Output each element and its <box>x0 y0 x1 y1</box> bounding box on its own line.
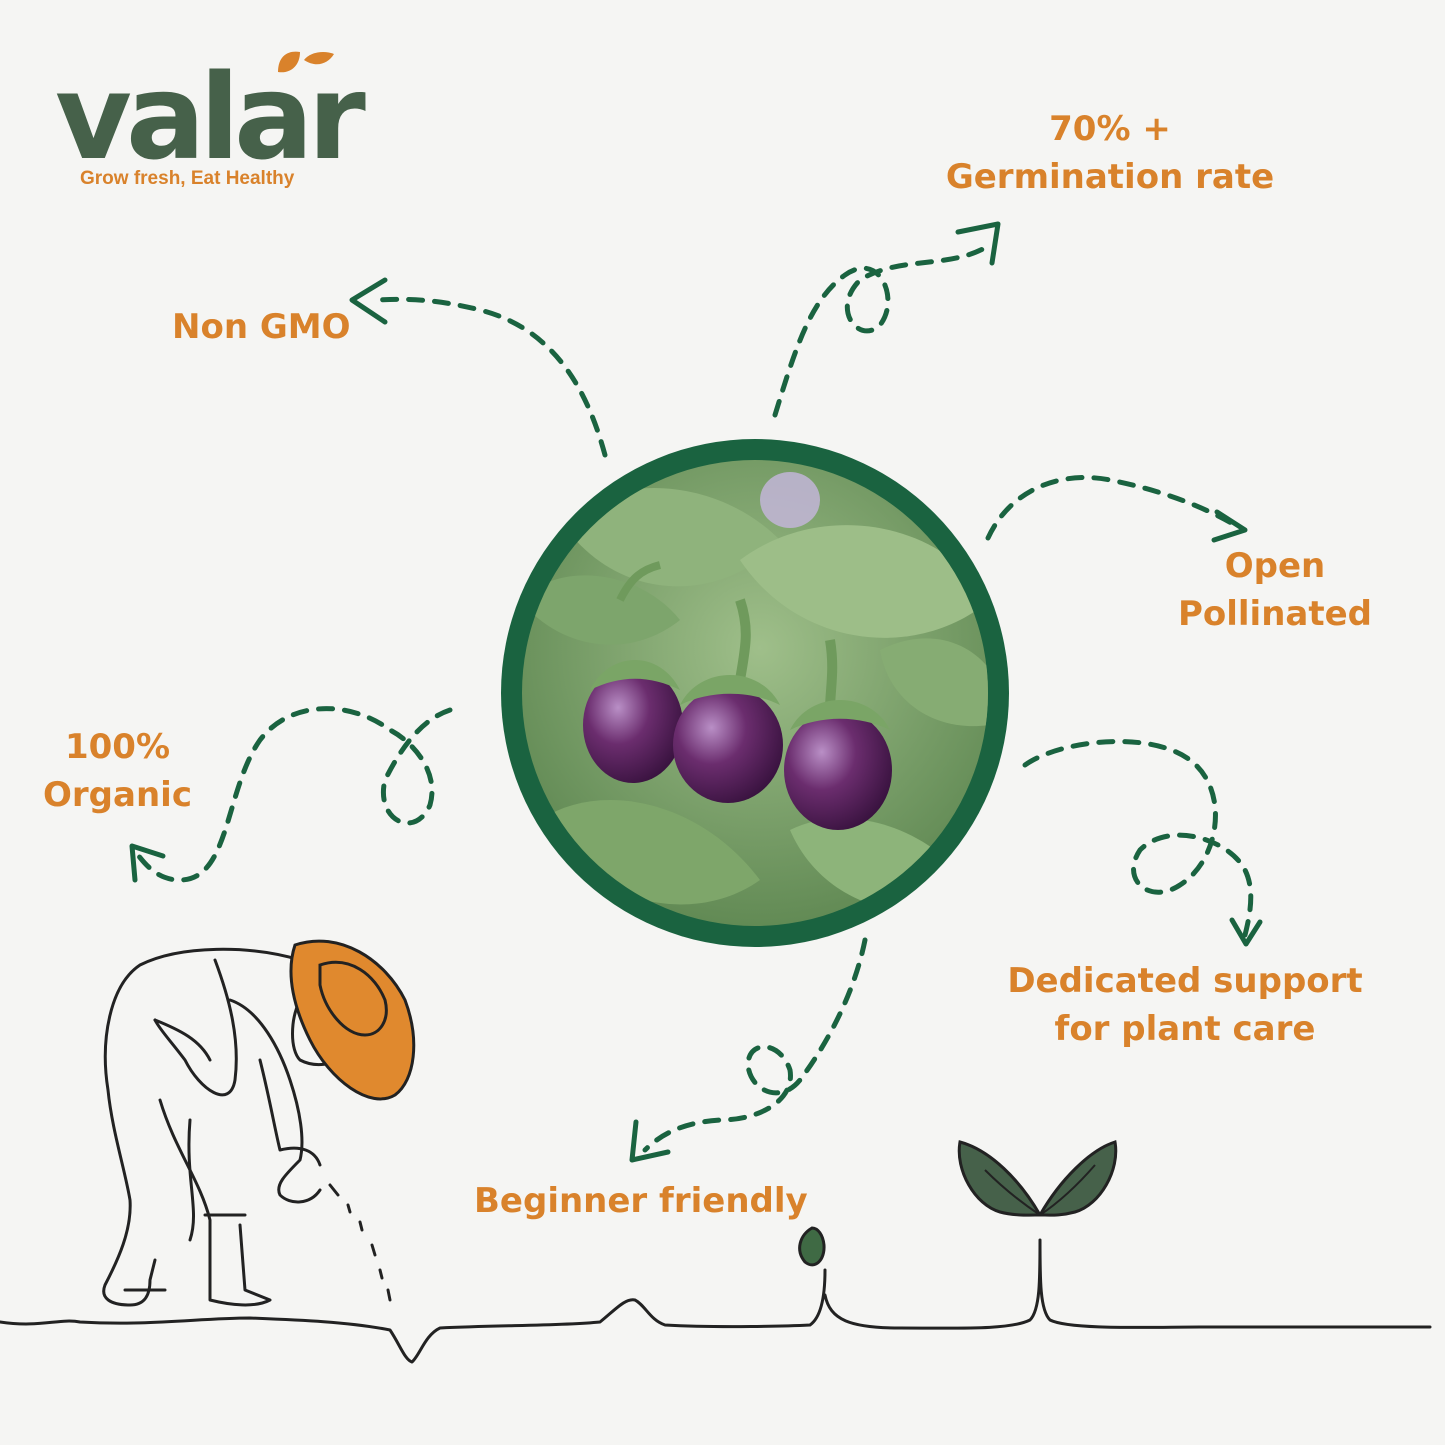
feature-support-line1: Dedicated support <box>1007 961 1363 1001</box>
feature-germination-line1: 70% + <box>1049 109 1171 149</box>
brand-tagline: Grow fresh, Eat Healthy <box>80 168 295 189</box>
seedling-icon <box>798 1140 1118 1267</box>
arrow-path-non-gmo <box>375 296 608 458</box>
arrow-path-open-pollinated <box>985 475 1238 541</box>
ground-line <box>0 1238 1432 1364</box>
arrow-path-germination <box>772 242 993 418</box>
arrow-path-organic <box>135 706 453 883</box>
arrow-icon <box>129 221 1263 1163</box>
feature-dedicated-support: Dedicated support for plant care <box>990 957 1380 1053</box>
feature-open-pollinated: Open Pollinated <box>1150 542 1400 638</box>
feature-open-line1: Open <box>1224 546 1326 586</box>
leaf-logo-icon <box>278 51 334 73</box>
feature-organic: 100% Organic <box>25 723 210 819</box>
hat-icon <box>289 939 416 1101</box>
arrow-path-beginner <box>642 937 868 1153</box>
brand-logo-wordmark: valar <box>55 48 366 186</box>
feature-germination: 70% + Germination rate <box>900 105 1320 201</box>
farmer-illustration <box>102 947 392 1307</box>
feature-non-gmo: Non GMO <box>172 307 351 347</box>
arrow-path-support <box>1022 739 1254 938</box>
feature-support-line2: for plant care <box>1054 1009 1316 1049</box>
eggplant-photo <box>501 439 1009 947</box>
feature-germination-line2: Germination rate <box>945 157 1275 197</box>
feature-beginner-friendly: Beginner friendly <box>474 1181 808 1221</box>
feature-open-line2: Pollinated <box>1177 594 1373 634</box>
feature-organic-line2: Organic <box>43 775 192 815</box>
feature-organic-line1: 100% <box>64 727 171 767</box>
dashed-arrows <box>135 242 1254 1153</box>
